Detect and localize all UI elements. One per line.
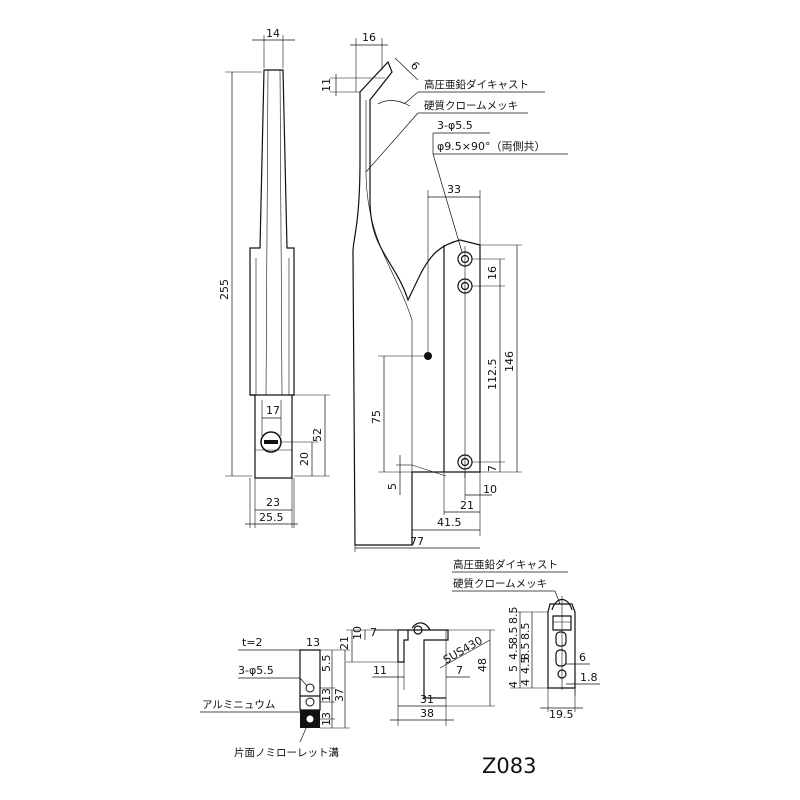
dim-25-5: 25.5: [259, 511, 284, 524]
countersink-callout: φ9.5×90°（両側共）: [437, 140, 545, 153]
dim-catch-38: 38: [420, 707, 434, 720]
leader-line: [366, 113, 418, 172]
dim-strike-19-5: 19.5: [549, 708, 574, 721]
plate-hole: [306, 684, 314, 692]
dim-strike-6: 6: [579, 651, 586, 664]
dim-strike-8-5c: 8.5: [519, 623, 532, 641]
plate-hole: [306, 715, 314, 723]
dim-16: 16: [362, 31, 376, 44]
lever-inner-line: [266, 70, 268, 395]
leader-line: [555, 591, 560, 604]
material-label-4: 硬質クロームメッキ: [453, 577, 547, 590]
plate-hole: [306, 698, 314, 706]
catch-plate: [408, 630, 448, 698]
dim-strike-8-5b: 8.5: [507, 627, 520, 645]
plate-view: t=2 13 3-φ5.5 アルミニュウム 5.5 13 13 37 片面ノミロ…: [200, 636, 350, 759]
dim-11: 11: [320, 78, 333, 92]
catch-outline: [398, 630, 408, 662]
pivot-pin-icon: [424, 352, 432, 360]
handle-side-view: 16 6 11 高圧亜鉛ダイキャスト 硬質クロームメッキ 3-φ5.5 φ9.5…: [320, 31, 568, 552]
strike-slot: [556, 632, 566, 646]
dim-21: 21: [460, 499, 474, 512]
material-label-2: 硬質クロームメッキ: [424, 99, 518, 112]
dim-146: 146: [503, 351, 516, 372]
dim-plate-13: 13: [306, 636, 320, 649]
leader-line: [440, 640, 490, 668]
dim-7: 7: [486, 465, 499, 472]
dim-20: 20: [298, 452, 311, 466]
dim-catch-7: 7: [370, 626, 377, 639]
dim-75: 75: [370, 410, 383, 424]
dim-14: 14: [266, 27, 280, 40]
dim-77: 77: [410, 535, 424, 548]
key-slot-icon: [264, 440, 278, 444]
material-label-1: 高圧亜鉛ダイキャスト: [424, 78, 529, 91]
dim-catch-11: 11: [373, 664, 387, 677]
dim-catch-10: 10: [351, 626, 364, 640]
aluminium-label: アルミニュウム: [202, 699, 275, 711]
dim-strike-4b: 4: [519, 679, 532, 686]
dim-17: 17: [266, 404, 280, 417]
dim-5: 5: [386, 483, 399, 490]
dim-strike-1-8: 1.8: [580, 671, 598, 684]
dim-strike-4: 4: [507, 681, 520, 688]
dim-catch-21: 21: [338, 636, 351, 650]
dim-catch-48: 48: [476, 658, 489, 672]
plate-hole-callout: 3-φ5.5: [238, 664, 274, 677]
dim-255: 255: [218, 279, 231, 300]
lever-profile: [353, 62, 480, 545]
dim-strike-4-5b: 4.5: [519, 657, 532, 675]
dim-plate-37: 37: [333, 688, 346, 702]
model-number: Z083: [482, 754, 536, 778]
catch-view: SUS430 21 10 7 11 7 48 31 38: [338, 623, 495, 726]
dim-plate-13c: 13: [320, 712, 333, 726]
dim-6: 6: [408, 59, 422, 73]
hole-callout: 3-φ5.5: [437, 119, 473, 132]
dim-41-5: 41.5: [437, 516, 462, 529]
dim-33: 33: [447, 183, 461, 196]
leader-line: [433, 154, 462, 252]
dim-strike-8-5a: 8.5: [507, 607, 520, 625]
catch-roller: [412, 623, 430, 630]
handle-front-view: 14 255 17 52 20 23 25.5: [218, 27, 330, 528]
lever-inner-line: [280, 70, 282, 395]
roulette-label: 片面ノミローレット溝: [234, 746, 339, 759]
catch-pin-icon: [414, 626, 422, 634]
material-label-3: 高圧亜鉛ダイキャスト: [453, 558, 558, 571]
leader-line: [404, 92, 418, 104]
dim-23: 23: [266, 496, 280, 509]
dim-plate-5-5: 5.5: [320, 655, 333, 673]
dim-strike-4-5: 4.5: [507, 643, 520, 661]
dim-strike-8-5d: 8.5: [519, 643, 532, 661]
dim-112-5: 112.5: [486, 359, 499, 391]
dim-catch-7b: 7: [456, 664, 463, 677]
lever-profile-inner: [366, 100, 412, 472]
dim-strike-5: 5: [507, 665, 520, 672]
leader-arrow: [378, 101, 410, 107]
dim-10: 10: [483, 483, 497, 496]
strike-slot: [556, 650, 566, 666]
dim-catch-31: 31: [420, 693, 434, 706]
dim-16-holes: 16: [486, 266, 499, 280]
thickness-label: t=2: [242, 636, 263, 649]
strike-view: 高圧亜鉛ダイキャスト 硬質クロームメッキ 8.5 8.5 4.5 5 4 8.5…: [452, 558, 600, 721]
dim-52: 52: [311, 428, 324, 442]
bracket-edge: [412, 465, 446, 476]
dim-plate-13b: 13: [320, 688, 333, 702]
